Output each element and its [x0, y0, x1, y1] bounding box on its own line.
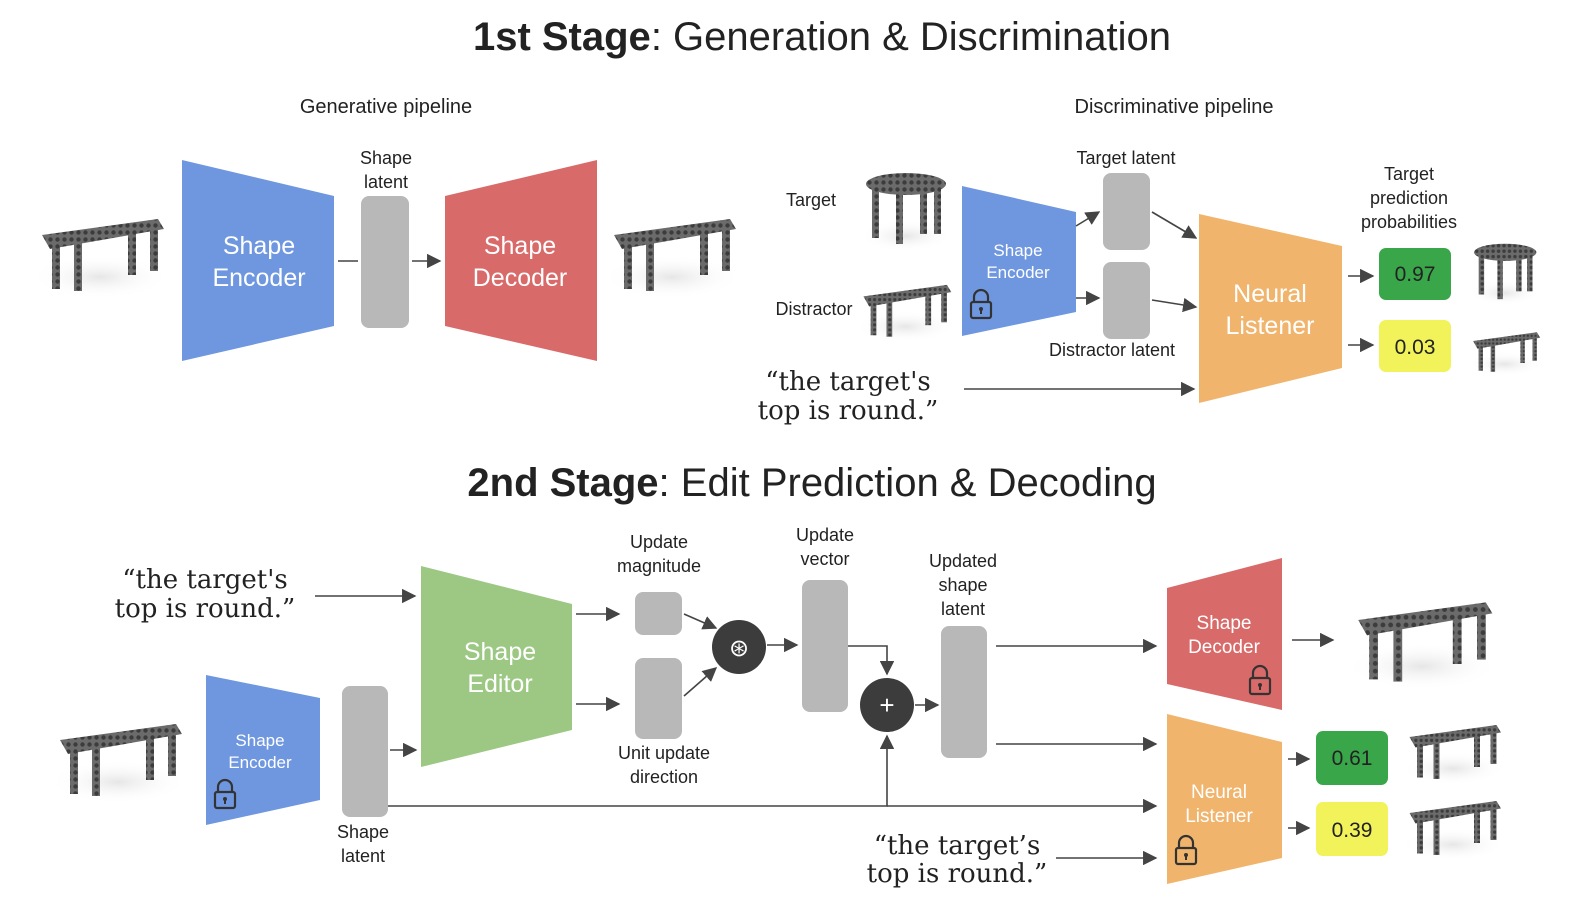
shape-editor-block	[421, 566, 572, 767]
distractor-latent-label: Distractor latent	[1049, 340, 1175, 360]
edited-table-icon	[1345, 602, 1499, 691]
update-magnitude-scalar	[635, 592, 682, 635]
plus-operator-symbol: +	[879, 690, 894, 720]
arrow	[683, 613, 718, 630]
score-target: 0.61	[1332, 747, 1373, 770]
update-vector	[802, 580, 848, 712]
target-table-icon	[1469, 243, 1542, 306]
arrow	[1151, 211, 1198, 239]
arrow	[1151, 297, 1198, 313]
neural-listener-block	[1199, 214, 1342, 403]
score-box-distractor	[1379, 320, 1451, 372]
input-table-icon	[30, 219, 170, 299]
score-distractor: 0.03	[1395, 336, 1436, 359]
score-box-target	[1379, 248, 1451, 300]
distractor-table-icon	[1400, 801, 1506, 861]
arrow	[848, 645, 895, 676]
distractor-label: Distractor	[775, 299, 852, 319]
frozen-shape-encoder-block	[206, 675, 320, 825]
score-box-target	[1316, 731, 1388, 785]
plus-operator	[860, 678, 914, 732]
score-distractor: 0.39	[1332, 819, 1373, 842]
target-latent-vector	[1103, 173, 1150, 250]
shape-latent-vector	[361, 196, 409, 328]
multiply-operator-symbol: ⊛	[729, 635, 749, 662]
frozen-shape-encoder-block	[962, 186, 1076, 336]
updated-shape-latent-vector	[941, 626, 987, 758]
input-table-icon	[48, 724, 188, 804]
multiply-operator	[712, 620, 766, 674]
distractor-table-icon	[854, 284, 956, 343]
arrow	[1075, 211, 1101, 227]
score-box-distractor	[1316, 802, 1388, 856]
output-table-icon	[602, 219, 742, 299]
arrow	[683, 667, 718, 697]
stage2-title: 2nd Stage: Edit Prediction & Decoding	[467, 461, 1156, 505]
distractor-latent-vector	[1103, 262, 1150, 339]
target-latent-label: Target latent	[1076, 148, 1175, 168]
target-label: Target	[786, 190, 836, 210]
distractor-table-icon	[1466, 332, 1544, 377]
edited-table-icon	[1400, 725, 1506, 785]
generative-pipeline-label: Generative pipeline	[300, 96, 472, 118]
shape-decoder-block	[445, 160, 597, 361]
shape-latent-vector	[342, 686, 388, 817]
target-table-icon	[860, 173, 952, 252]
shape-encoder-block	[182, 160, 334, 361]
score-target: 0.97	[1395, 263, 1436, 286]
unit-update-direction-vector	[635, 658, 682, 739]
frozen-neural-listener-block	[1167, 714, 1282, 884]
discriminative-pipeline-label: Discriminative pipeline	[1075, 96, 1274, 118]
stage1-title: 1st Stage: Generation & Discrimination	[473, 15, 1171, 59]
frozen-shape-decoder-block	[1167, 558, 1282, 710]
